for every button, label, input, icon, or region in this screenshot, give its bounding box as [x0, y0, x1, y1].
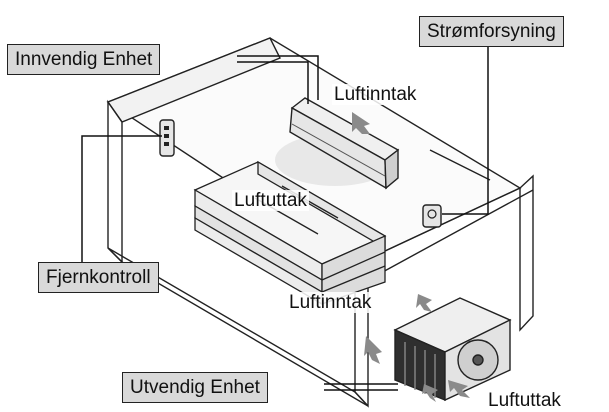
indoor-air-inlet-label: Luftinntak	[332, 84, 419, 105]
outdoor-air-inlet-label: Luftinntak	[287, 292, 374, 313]
callout-lines	[81, 44, 489, 391]
power-supply-label: Strømforsyning	[419, 16, 564, 47]
sofa-shape	[193, 160, 387, 306]
remote-control-shape	[159, 119, 175, 157]
indoor-air-outlet-label: Luftuttak	[232, 190, 309, 211]
airflow-arrows	[352, 112, 470, 402]
indoor-unit-label: Innvendig Enhet	[7, 44, 161, 75]
outdoor-unit-shape	[393, 297, 512, 402]
remote-control-label: Fjernkontroll	[38, 262, 159, 293]
outdoor-air-outlet-label: Luftuttak	[486, 390, 563, 411]
power-socket-shape	[422, 204, 442, 228]
indoor-unit-shape	[275, 97, 400, 190]
outdoor-unit-label: Utvendig Enhet	[122, 372, 268, 403]
